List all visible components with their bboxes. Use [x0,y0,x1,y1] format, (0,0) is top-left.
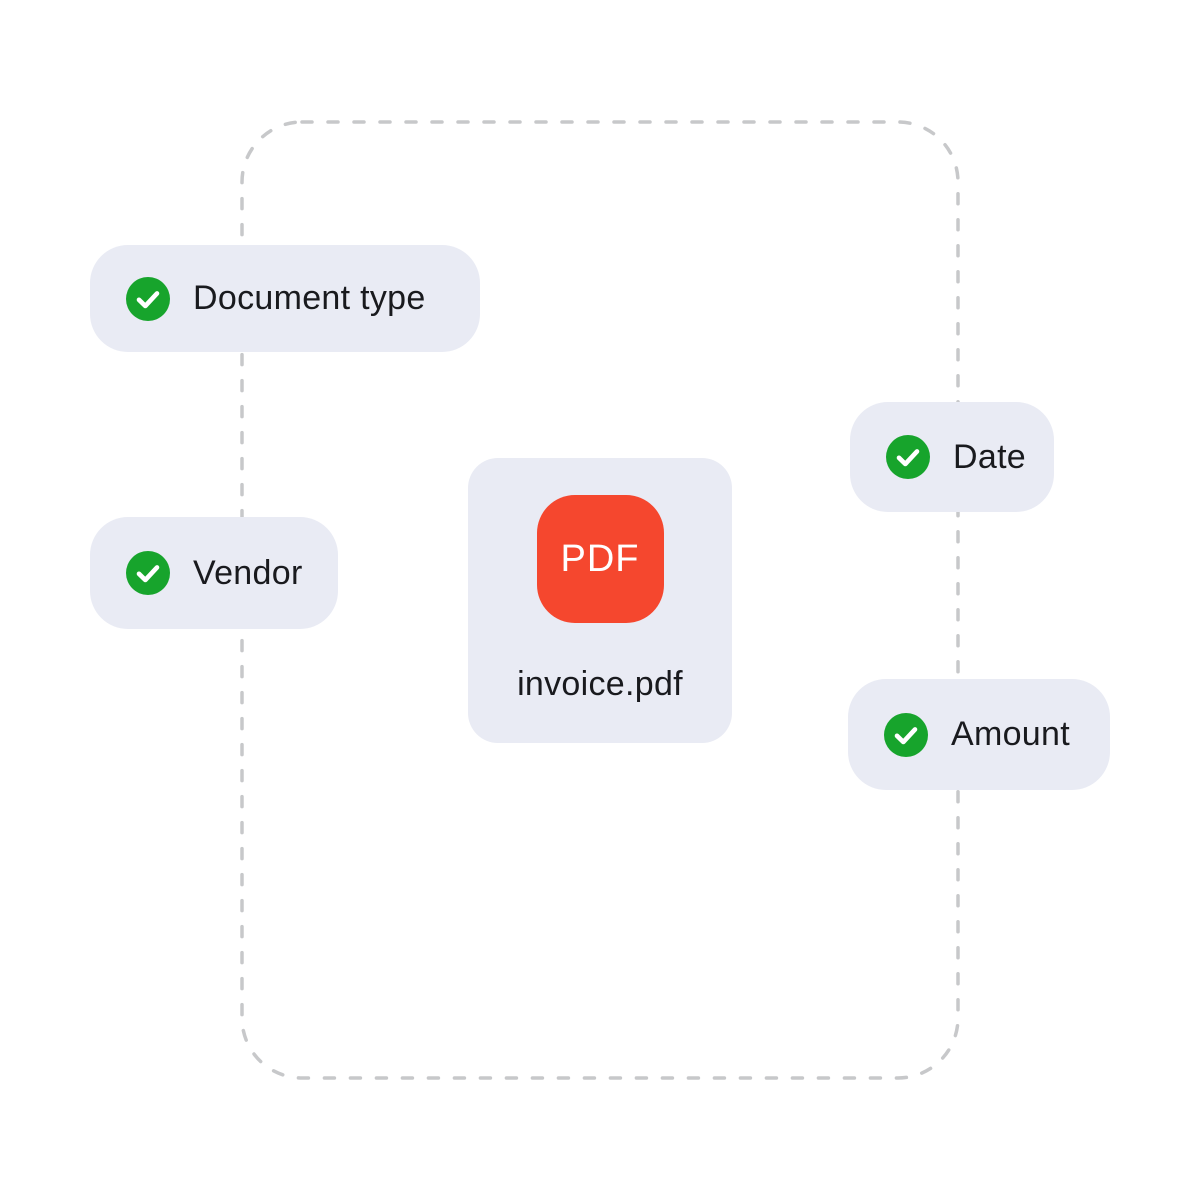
field-label: Vendor [193,553,303,592]
field-pill-date: Date [850,402,1054,512]
check-icon [884,712,928,757]
field-label: Amount [951,715,1070,753]
field-pill-document-type: Document type [90,245,480,352]
field-pill-vendor: Vendor [90,517,338,629]
field-label: Document type [193,279,426,317]
check-icon [126,551,170,595]
check-icon [886,435,930,479]
file-card: PDF invoice.pdf [468,458,732,743]
file-name: invoice.pdf [517,665,683,703]
check-icon [126,276,170,321]
pdf-badge-label: PDF [560,537,640,580]
field-label: Date [953,437,1027,476]
pdf-file-icon: PDF [536,495,664,623]
field-pill-amount: Amount [848,679,1110,790]
